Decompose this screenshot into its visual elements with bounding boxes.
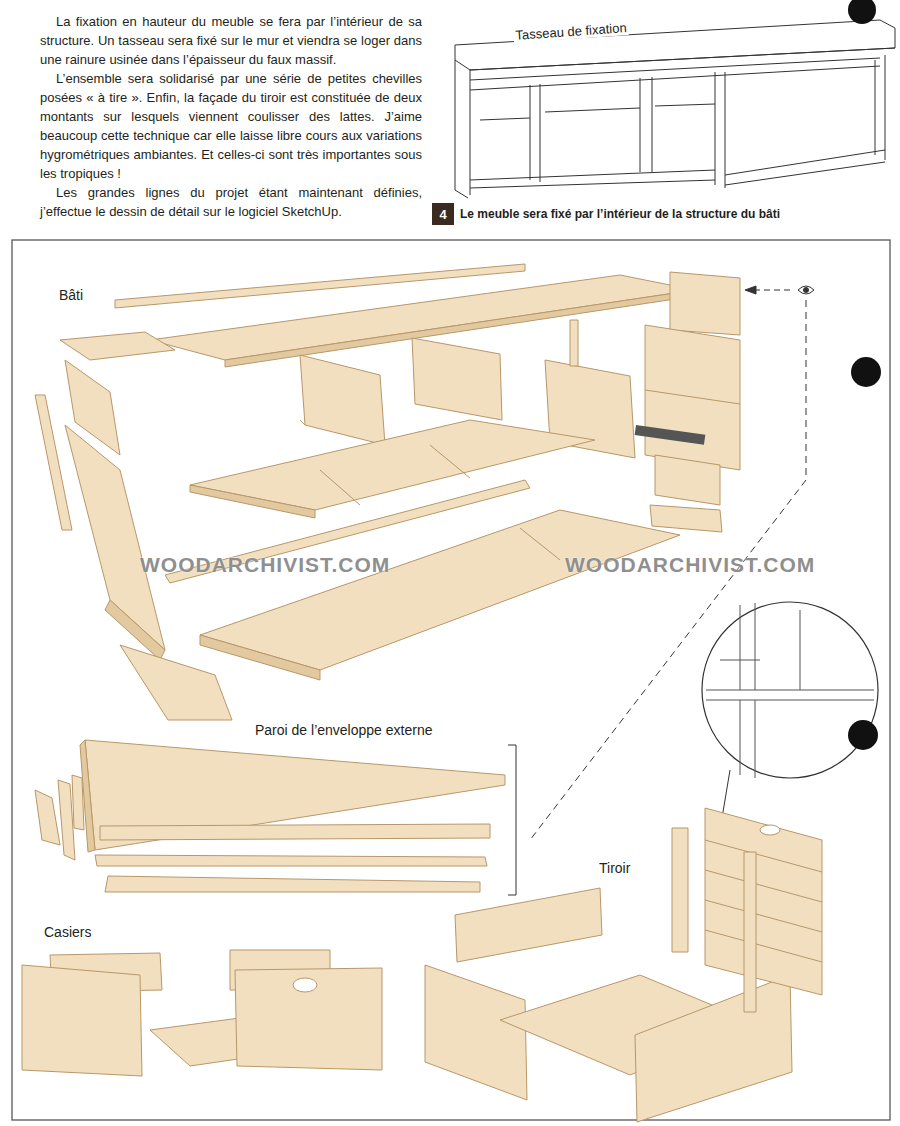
- callout-number: 4: [432, 203, 454, 225]
- body-text: La fixation en hauteur du meuble se fera…: [40, 12, 422, 221]
- bati-parts: [35, 264, 740, 720]
- callout-text: 4: [439, 207, 446, 222]
- figure-caption: Le meuble sera fixé par l’intérieur de l…: [460, 207, 780, 221]
- casiers-parts: [22, 950, 382, 1076]
- part-label: Tiroir: [597, 860, 632, 876]
- part-label: Paroi de l’enveloppe externe: [253, 722, 434, 738]
- binder-holes: [848, 0, 881, 750]
- detail-magnifier: [702, 602, 878, 829]
- watermark: WOODARCHIVIST.COM: [140, 553, 390, 577]
- paragraph: La fixation en hauteur du meuble se fera…: [40, 12, 422, 69]
- paragraph: Les grandes lignes du projet étant maint…: [40, 183, 422, 221]
- fixing-sketch: [455, 20, 895, 198]
- part-label: Bâti: [57, 287, 85, 303]
- part-label: Casiers: [42, 924, 93, 940]
- part-label: Tasseau de fixation: [513, 20, 629, 43]
- paragraph: L’ensemble sera solidarisé par une série…: [40, 69, 422, 183]
- tiroir-parts: [425, 808, 822, 1122]
- part-seams: [300, 390, 740, 560]
- paroi-parts: [35, 740, 505, 892]
- bracket: [508, 745, 516, 895]
- watermark: WOODARCHIVIST.COM: [565, 553, 815, 577]
- drawer-slide: [635, 425, 706, 445]
